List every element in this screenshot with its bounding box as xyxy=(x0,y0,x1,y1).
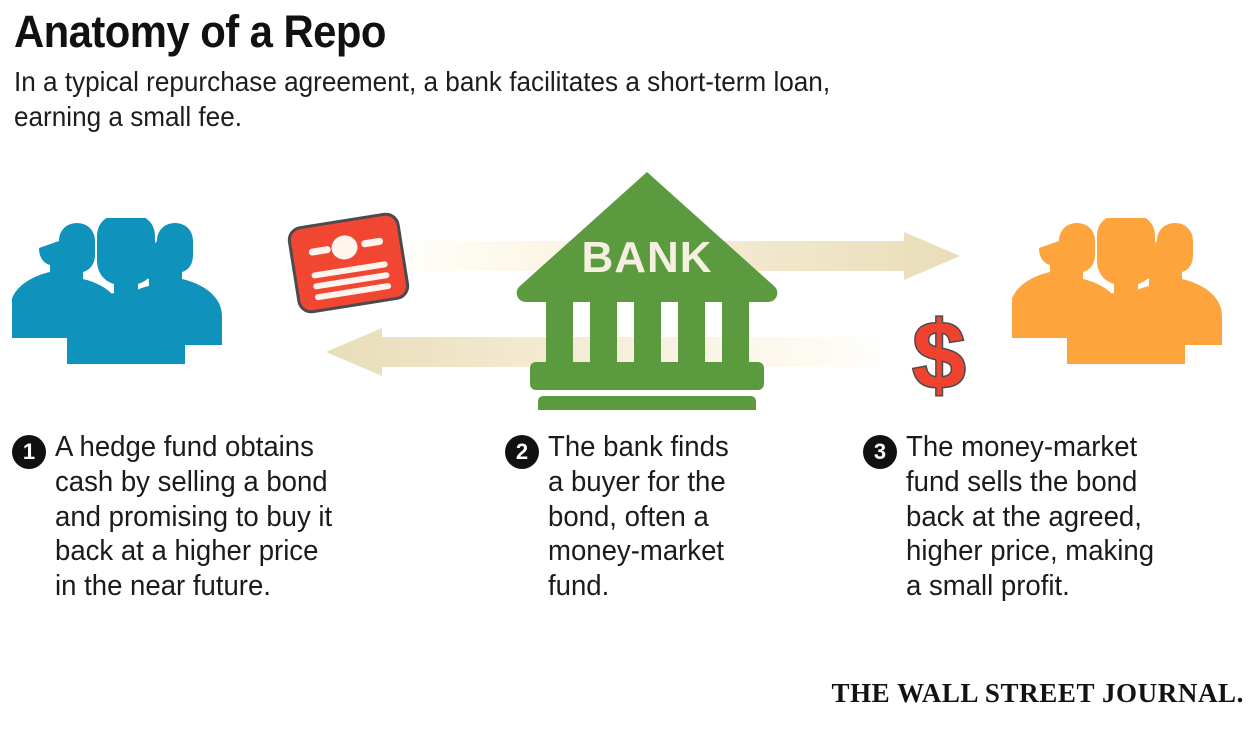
subtitle-line-1: In a typical repurchase agreement, a ban… xyxy=(14,66,831,98)
step-item-1: 1 A hedge fund obtains cash by selling a… xyxy=(12,430,462,604)
svg-text:$: $ xyxy=(912,304,965,404)
page-title: Anatomy of a Repo xyxy=(14,6,386,57)
step-1-line-3: and promising to buy it xyxy=(55,500,333,533)
step-1-line-1: A hedge fund obtains xyxy=(55,431,314,463)
step-2-line-3: bond, often a xyxy=(548,500,709,533)
step-2-line-2: a buyer for the xyxy=(548,465,726,498)
step-item-3: 3 The money-market fund sells the bond b… xyxy=(863,430,1253,604)
bond-certificate-icon xyxy=(285,210,413,317)
subtitle-line-2: earning a small fee. xyxy=(14,100,242,132)
step-1-line-5: in the near future. xyxy=(55,570,271,603)
step-3-line-4: higher price, making xyxy=(906,535,1155,568)
dollar-sign-icon: $ xyxy=(903,304,975,404)
money-market-fund-people-icon xyxy=(1012,218,1240,364)
step-3-line-2: fund sells the bond xyxy=(906,465,1138,498)
step-2-line-1: The bank finds xyxy=(548,431,729,463)
steps-list: 1 A hedge fund obtains cash by selling a… xyxy=(0,430,1260,670)
hedge-fund-people-icon xyxy=(12,218,240,364)
step-number-badge-3: 3 xyxy=(863,435,897,469)
wsj-logo: THE WALL STREET JOURNAL. xyxy=(831,678,1244,708)
bank-building-icon: BANK xyxy=(516,170,778,410)
bank-label: BANK xyxy=(581,233,712,282)
header: Anatomy of a Repo In a typical repurchas… xyxy=(14,8,1244,134)
step-text-1: A hedge fund obtains cash by selling a b… xyxy=(55,430,332,604)
page-subtitle: In a typical repurchase agreement, a ban… xyxy=(14,65,1183,134)
step-number-badge-2: 2 xyxy=(505,435,539,469)
repo-flow-diagram: BANK $ xyxy=(0,170,1260,422)
step-3-line-3: back at the agreed, xyxy=(906,500,1142,533)
step-text-2: The bank finds a buyer for the bond, oft… xyxy=(548,430,729,604)
step-text-3: The money-market fund sells the bond bac… xyxy=(906,430,1154,604)
step-1-line-2: cash by selling a bond xyxy=(55,465,328,498)
step-item-2: 2 The bank finds a buyer for the bond, o… xyxy=(505,430,835,604)
step-3-line-5: a small profit. xyxy=(906,570,1070,603)
step-3-line-1: The money-market xyxy=(906,431,1138,463)
step-1-line-4: back at a higher price xyxy=(55,535,319,568)
step-2-line-4: money-market xyxy=(548,535,725,568)
step-2-line-5: fund. xyxy=(548,570,610,603)
step-number-badge-1: 1 xyxy=(12,435,46,469)
